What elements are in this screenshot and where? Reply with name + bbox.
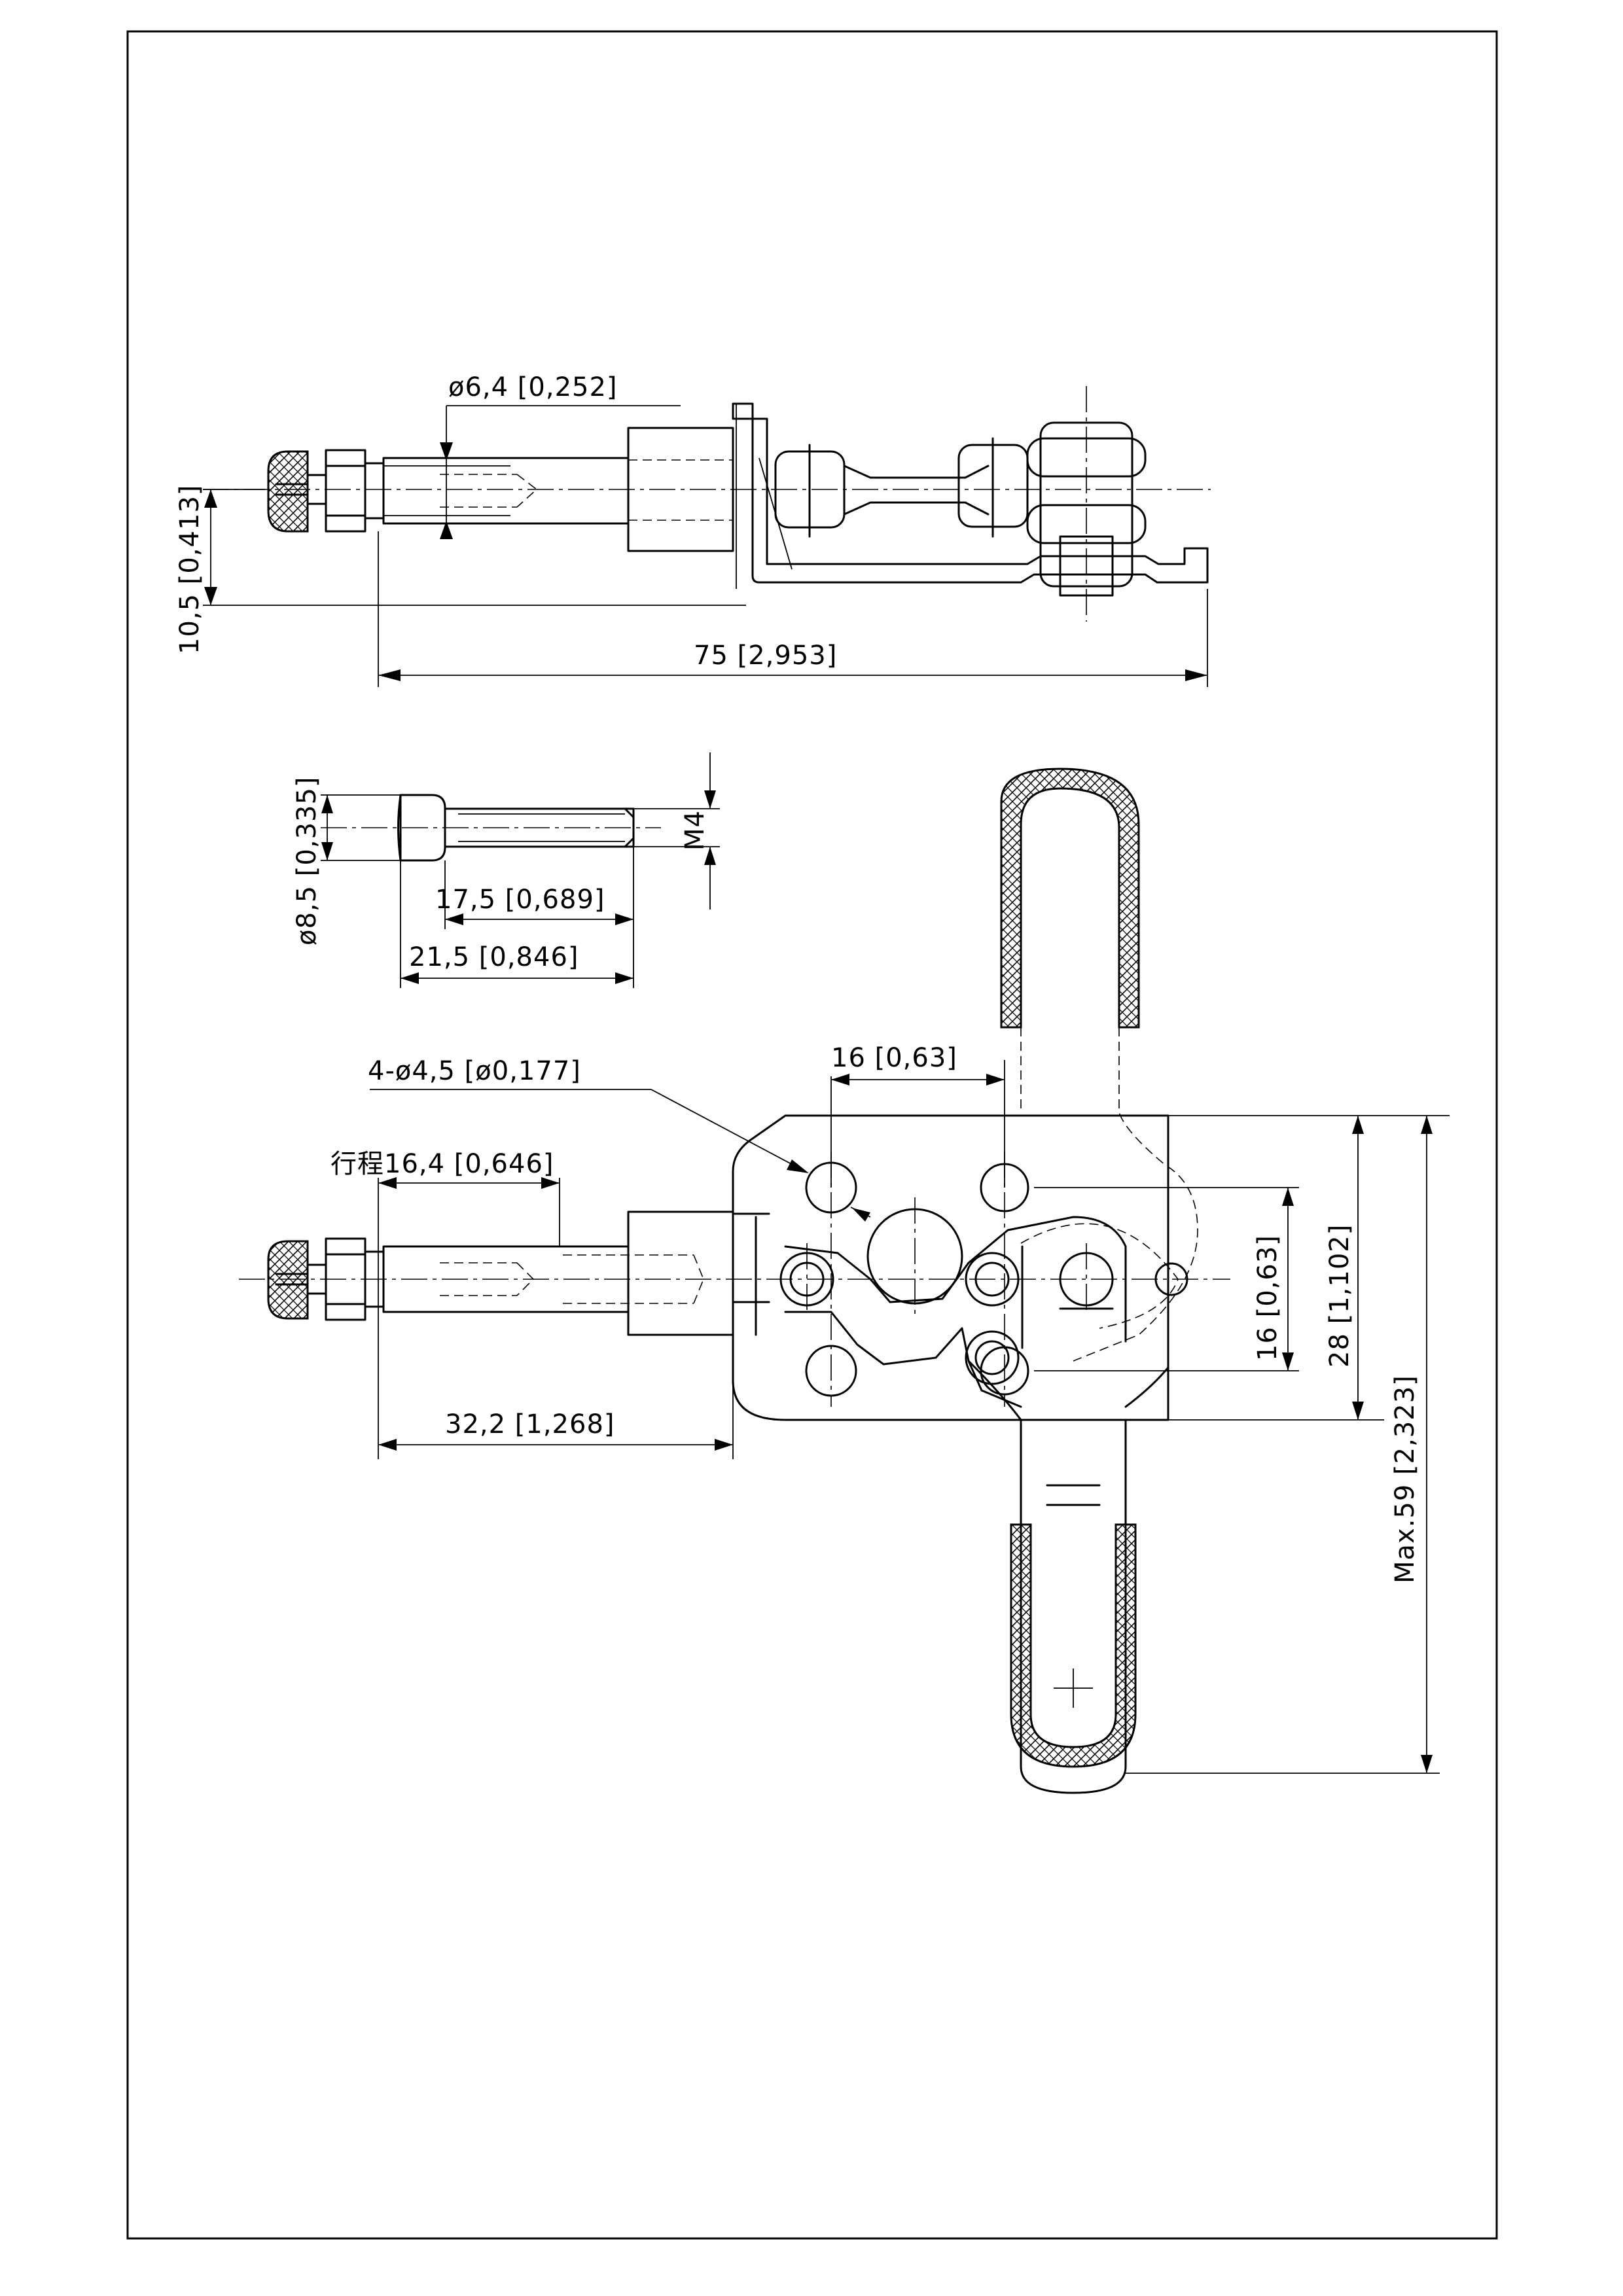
thread-size-label: M4: [680, 810, 710, 851]
bolt-detail: ø8,5 [0,335] M4 17,5 [0,689] 21,5 [0,846…: [292, 752, 720, 988]
dim-overall-length: 75 [2,953]: [378, 531, 1208, 687]
stroke-label: 行程16,4 [0,646]: [330, 1149, 554, 1179]
linkage-top: [774, 386, 1147, 622]
front-dimensions: 4-ø4,5 [ø0,177] 16 [0,63] 行程16,4 [0,646]…: [330, 1043, 1450, 1774]
base-plate-top: [732, 402, 1209, 589]
rod-diameter-label: ø6,4 [0,252]: [448, 372, 618, 402]
dim-axis-offset: 10,5 [0,413]: [175, 485, 746, 655]
sheet-border: [126, 30, 1498, 2240]
handle-lever: [1020, 1419, 1127, 1794]
bolt-total-length-label: 21,5 [0,846]: [409, 942, 579, 972]
max-height-label: Max.59 [2,323]: [1390, 1375, 1420, 1583]
overall-length-label: 75 [2,953]: [694, 641, 837, 671]
hole-spacing-h-label: 16 [0,63]: [831, 1043, 957, 1073]
front-view: [239, 768, 1230, 1794]
bolt-head-diameter-label: ø8,5 [0,335]: [292, 776, 322, 945]
axis-offset-label: 10,5 [0,413]: [175, 485, 205, 655]
mounting-holes-label: 4-ø4,5 [ø0,177]: [368, 1056, 581, 1086]
hole-spacing-v-label: 16 [0,63]: [1253, 1235, 1283, 1361]
nut-top: [325, 449, 366, 533]
rod-front: [267, 1237, 704, 1321]
rod-top: [364, 457, 630, 525]
body-plate: [732, 1114, 1169, 1421]
base-offset-label: 32,2 [1,268]: [445, 1409, 615, 1439]
dim-rod-diameter: ø6,4 [0,252]: [440, 372, 681, 539]
base-height-label: 28 [1,102]: [1325, 1224, 1355, 1368]
housing-top: [627, 427, 734, 552]
screw-head-top: [267, 450, 327, 533]
handle-grip-lower: [1010, 1523, 1137, 1768]
handle-grip-upper: [1000, 768, 1140, 1029]
housing-front: [627, 1210, 734, 1336]
bolt-thread-length-label: 17,5 [0,689]: [435, 885, 605, 915]
top-view: ø6,4 [0,252] 10,5 [0,413] 75 [2,953]: [175, 372, 1211, 687]
